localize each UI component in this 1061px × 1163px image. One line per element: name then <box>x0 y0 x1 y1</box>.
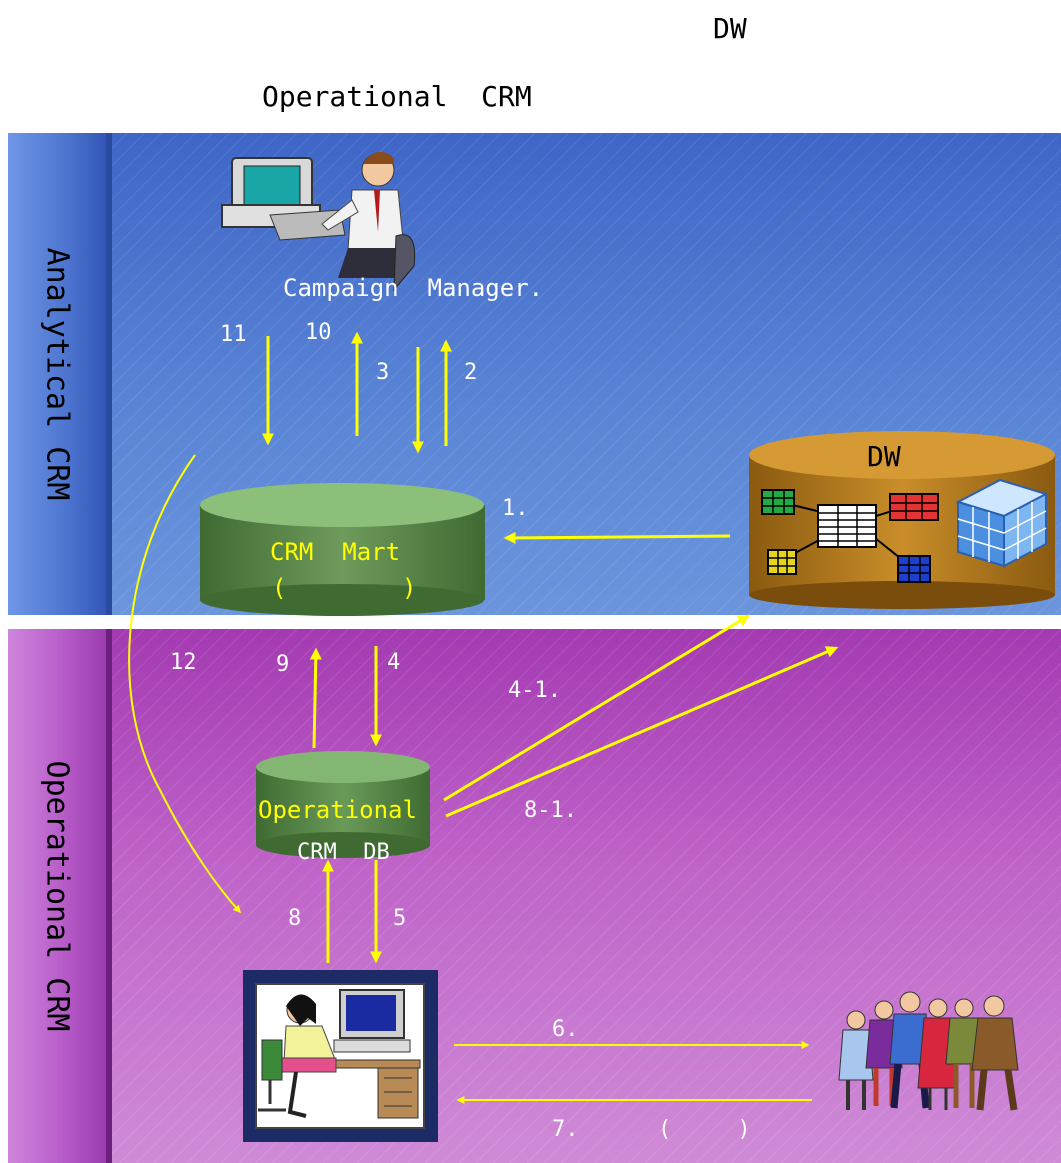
flow-label-4-1: 4-1. <box>508 678 561 703</box>
flow-label-1: 1. <box>502 496 529 521</box>
campaign-manager-label: Campaign Manager. <box>283 274 544 302</box>
flow-label-12: 12 <box>170 650 197 675</box>
operational-db-label: Operational <box>258 796 417 824</box>
flow-label-10: 10 <box>305 320 332 345</box>
call-center-agent-icon <box>243 970 438 1142</box>
analytical-crm-sidebar: Analytical CRM <box>8 133 112 615</box>
operational-crm-db-cylinder <box>256 751 430 858</box>
person-at-computer-icon <box>221 151 416 292</box>
header-title-dw: DW <box>713 12 747 45</box>
table-icon <box>761 489 939 583</box>
customers-group-icon <box>838 991 1019 1111</box>
flow-label-8: 8 <box>288 906 302 931</box>
dw-label: DW <box>867 440 901 473</box>
crm-mart-sublabel: ( ) <box>272 574 417 602</box>
flow-label-5: 5 <box>393 906 407 931</box>
flow-label-8-1: 8-1. <box>524 798 577 823</box>
flow-label-3: 3 <box>376 360 390 385</box>
flow-arrow-12 <box>128 454 242 914</box>
flow-label-6: 6. <box>552 1017 579 1042</box>
crm-mart-label: CRM Mart <box>270 538 401 566</box>
cube-icon <box>955 478 1049 568</box>
flow-label-9: 9 <box>276 652 290 677</box>
operational-crm-sidebar: Operational CRM <box>8 629 112 1163</box>
flow-arrow-9 <box>309 647 322 749</box>
flow-arrow-4-1 <box>443 614 751 802</box>
crm-mart-cylinder <box>200 483 485 616</box>
operational-crm-section: Operational CRM <box>8 629 1061 1163</box>
flow-arrow-8-1 <box>445 646 839 818</box>
flow-label-11: 11 <box>220 322 247 347</box>
flow-arrow-1 <box>503 531 731 544</box>
flow-label-2: 2 <box>464 360 478 385</box>
flow-label-4: 4 <box>387 650 401 675</box>
header-title-operational-crm: Operational CRM <box>262 80 532 113</box>
flow-label-7: 7. ( ) <box>552 1117 751 1142</box>
operational-db-sublabel: CRM DB <box>297 840 390 865</box>
